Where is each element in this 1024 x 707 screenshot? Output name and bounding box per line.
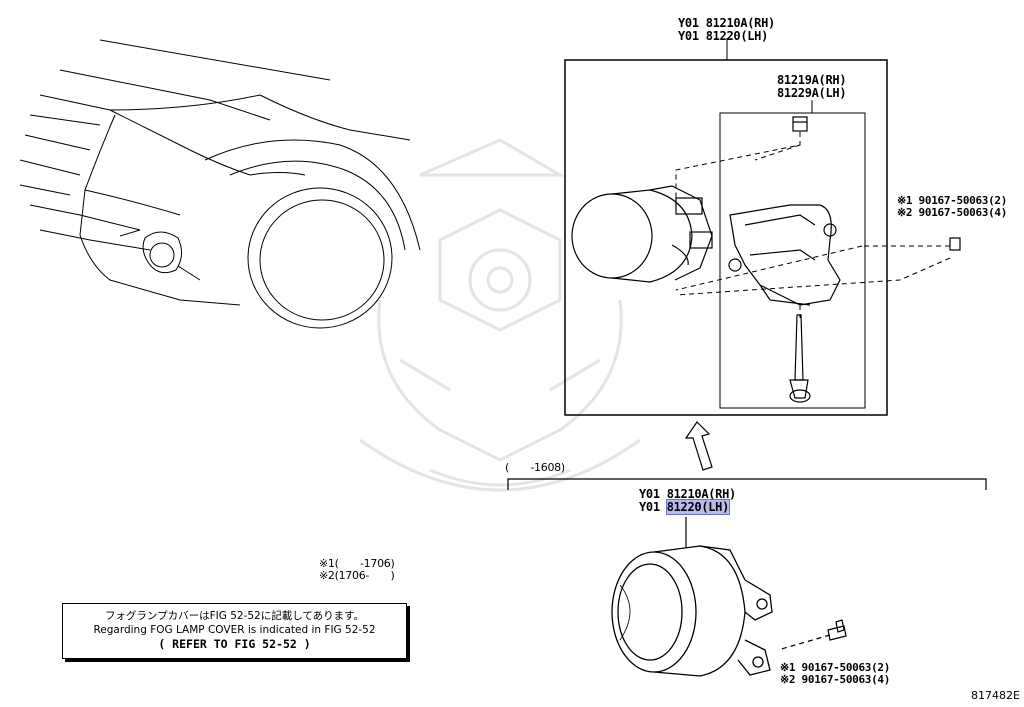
lower-prefix-2: Y01	[639, 500, 667, 514]
date-range-label: ( -1608)	[505, 461, 565, 474]
part-number-81210A[interactable]: 81210A(RH)	[666, 487, 737, 501]
upper-dashed-leaders	[675, 132, 951, 318]
upper-bolt-1: ※1 90167-50063(2)	[897, 194, 1008, 207]
upper-assembly-label: Y01 81210A(RH) Y01 81220(LH)	[678, 17, 775, 43]
legend-line-1: ※1( -1706)	[319, 557, 395, 570]
nut-bolt-drawings	[789, 116, 961, 403]
note-english: Regarding FOG LAMP COVER is indicated in…	[93, 624, 376, 636]
lower-assembly-label: Y01 81210A(RH) Y01 81220(LH)	[639, 488, 736, 515]
magnify-arrow	[684, 421, 713, 471]
bracket-label: 81219A(RH) 81229A(LH)	[777, 73, 847, 100]
upper-assembly-lh: Y01 81220(LH)	[678, 29, 769, 43]
part-number-81220-highlighted[interactable]: 81220(LH)	[665, 499, 731, 515]
upper-bolt-2: ※2 90167-50063(4)	[897, 206, 1008, 219]
fog-lamp-upper-drawing	[571, 185, 713, 283]
fog-lamp-lower-drawing	[611, 545, 773, 677]
upper-bolt-label: ※1 90167-50063(2) ※2 90167-50063(4)	[897, 195, 1007, 219]
car-front-sketch	[19, 39, 421, 329]
lower-bolt-2: ※2 90167-50063(4)	[780, 673, 891, 686]
figure-id: 817482E	[971, 689, 1020, 702]
lower-assembly-lh-row: Y01 81220(LH)	[639, 499, 736, 515]
watermark-emblem	[359, 138, 641, 492]
refer-to-fig-link[interactable]: ( REFER TO FIG 52-52 )	[158, 637, 311, 651]
date-range-bracket	[507, 478, 987, 548]
legend-line-2: ※2(1706- )	[319, 569, 395, 582]
fog-lamp-cover-note: フォグランプカバーはFIG 52-52に記載してあります。 Regarding …	[62, 603, 407, 659]
note-japanese: フォグランプカバーはFIG 52-52に記載してあります。	[104, 610, 365, 622]
bracket-drawing	[728, 204, 841, 306]
date-legend: ※1( -1706) ※2(1706- )	[319, 557, 395, 582]
lower-bolt-1: ※1 90167-50063(2)	[780, 661, 891, 674]
lower-bolt-drawing	[777, 619, 847, 651]
lower-prefix-1: Y01	[639, 487, 667, 501]
lower-assembly-rh-row: Y01 81210A(RH)	[639, 488, 736, 501]
upper-assembly-rh: Y01 81210A(RH)	[678, 16, 775, 30]
upper-detail-frame	[564, 38, 888, 416]
bracket-rh: 81219A(RH)	[777, 73, 847, 87]
bracket-lh: 81229A(LH)	[777, 86, 847, 100]
lower-bolt-label: ※1 90167-50063(2) ※2 90167-50063(4)	[780, 662, 890, 686]
